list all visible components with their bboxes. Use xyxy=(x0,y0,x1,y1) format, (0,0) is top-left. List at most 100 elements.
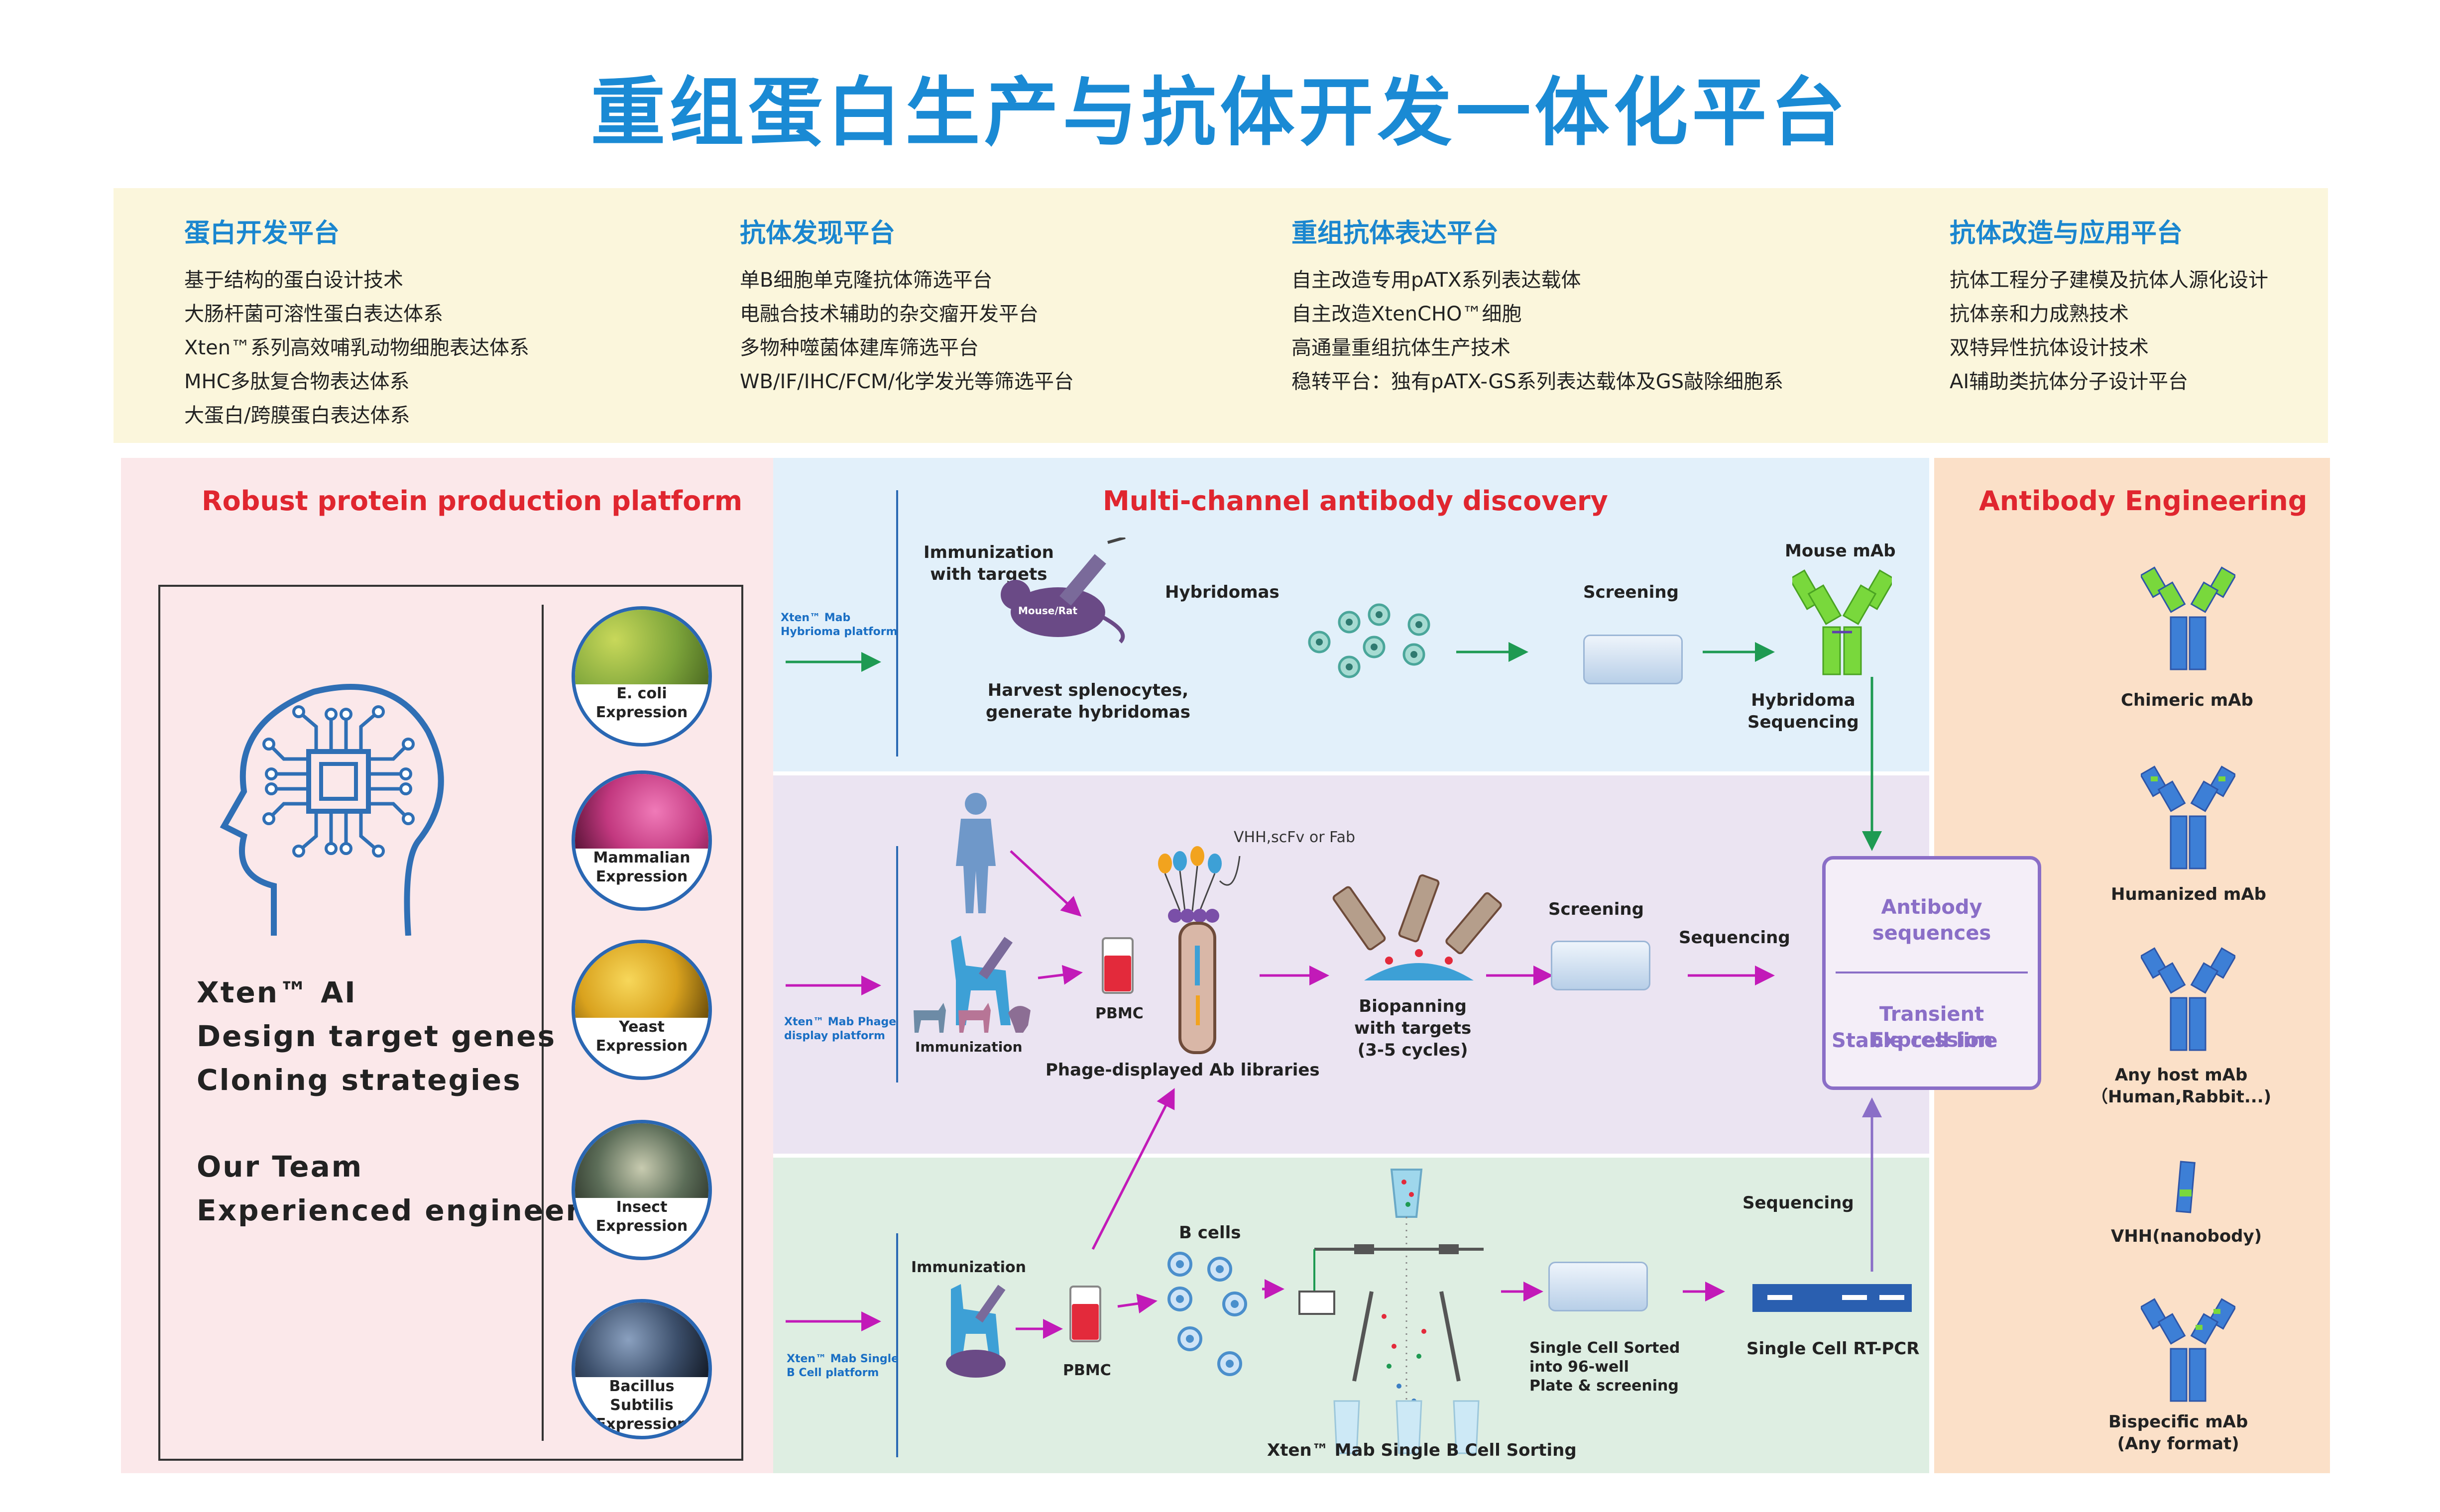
rt-pcr-label: Single Cell RT-PCR xyxy=(1746,1339,1920,1359)
phage-lane-line xyxy=(896,846,898,1082)
system-label: Bacillus Subtilis xyxy=(609,1378,675,1414)
summary-item: 电融合技术辅助的杂交瘤开发平台 xyxy=(740,303,1039,325)
mouse-mab-label: Mouse mAb xyxy=(1785,541,1896,561)
system-label: Expression xyxy=(595,868,688,885)
summary-item: 双特异性抗体设计技术 xyxy=(1950,336,2149,359)
phage-sequencing-label: Sequencing xyxy=(1679,928,1790,948)
system-label: Yeast xyxy=(619,1018,665,1036)
ecoli-image xyxy=(575,610,708,685)
summary-item: 多物种噬菌体建库筛选平台 xyxy=(740,336,979,359)
summary-col-expression: 重组抗体表达平台 自主改造专用pATX系列表达载体 自主改造XtenCHO™细胞… xyxy=(1291,212,1783,399)
summary-heading: 重组抗体表达平台 xyxy=(1291,218,1499,248)
mouse-mab-icon xyxy=(1792,569,1892,675)
pbmc-tube-icon xyxy=(1102,937,1134,994)
biopanning-icon xyxy=(1332,874,1502,980)
team-line: Experienced engineers xyxy=(197,1193,600,1227)
label-line: Biopanning xyxy=(1359,996,1467,1016)
hybridomas-label: Hybridomas xyxy=(1165,582,1279,602)
vhh-nanobody-icon xyxy=(2176,1161,2196,1213)
hybridoma-cells-icon xyxy=(1308,603,1430,678)
label-line: (Any format) xyxy=(2117,1434,2239,1454)
summary-heading: 蛋白开发平台 xyxy=(184,218,340,248)
seqbox-divider xyxy=(1836,972,2028,973)
summary-item: 大肠杆菌可溶性蛋白表达体系 xyxy=(184,303,443,325)
label-line: (3-5 cycles) xyxy=(1357,1040,1468,1060)
label-line: Hybridoma xyxy=(1751,690,1856,710)
system-label: Expression xyxy=(595,704,688,721)
summary-item: 高通量重组抗体生产技术 xyxy=(1291,336,1510,359)
any-host-mab-icon xyxy=(2141,947,2235,1051)
right-panel-title: Antibody Engineering xyxy=(1979,485,2308,517)
human-icon xyxy=(956,793,996,913)
bcell-plate-icon xyxy=(1548,1262,1648,1311)
tag-line: Hybrioma platform xyxy=(781,626,898,638)
ai-line: Design target genes xyxy=(197,1019,557,1053)
summary-item: WB/IF/IHC/FCM/化学发光等筛选平台 xyxy=(740,370,1074,393)
label-line: Any host mAb xyxy=(2114,1065,2248,1085)
summary-col-protein: 蛋白开发平台 基于结构的蛋白设计技术 大肠杆菌可溶性蛋白表达体系 Xten™系列… xyxy=(184,212,529,432)
seqbox-line: Antibody sequences xyxy=(1872,896,1991,945)
ab-format-label: Humanized mAb xyxy=(2111,884,2266,904)
ab-format-label: Bispecific mAb(Any format) xyxy=(2108,1411,2248,1455)
system-label: Mammalian xyxy=(593,849,691,866)
bcell-sequencing-label: Sequencing xyxy=(1743,1193,1854,1213)
phage-screening-label: Screening xyxy=(1548,899,1644,919)
summary-item: Xten™系列高效哺乳动物细胞表达体系 xyxy=(184,336,530,359)
summary-item: 自主改造XtenCHO™细胞 xyxy=(1291,303,1522,325)
summary-col-engineering: 抗体改造与应用平台 抗体工程分子建模及抗体人源化设计 抗体亲和力成熟技术 双特异… xyxy=(1950,212,2268,399)
left-panel-title: Robust protein production platform xyxy=(202,485,743,517)
label-line: with targets xyxy=(1354,1018,1472,1038)
label-line: Harvest splenocytes, xyxy=(987,680,1189,700)
bcell-lane-line xyxy=(896,1233,898,1457)
label-line: Immunization xyxy=(924,542,1054,562)
ai-head-icon xyxy=(220,684,444,936)
bcells-label: B cells xyxy=(1179,1223,1241,1243)
flow-sorter-icon xyxy=(1298,1169,1484,1454)
summary-item: AI辅助类抗体分子设计平台 xyxy=(1950,370,2189,393)
label-line: with targets xyxy=(930,564,1047,584)
mammalian-image xyxy=(575,774,708,849)
yeast-image xyxy=(575,943,708,1018)
phage-screening-plate-icon xyxy=(1551,941,1650,990)
summary-item: 自主改造专用pATX系列表达载体 xyxy=(1291,269,1581,292)
label-line: into 96-well xyxy=(1529,1358,1629,1376)
summary-item: 抗体亲和力成熟技术 xyxy=(1950,303,2129,325)
summary-item: 大蛋白/跨膜蛋白表达体系 xyxy=(184,404,410,427)
label-line: Bispecific mAb xyxy=(2108,1412,2248,1432)
ai-line: Cloning strategies xyxy=(197,1063,522,1097)
chimeric-mab-icon xyxy=(2141,566,2235,670)
harvest-label: Harvest splenocytes,generate hybridomas xyxy=(986,679,1190,723)
phage-pbmc-label: PBMC xyxy=(1095,1005,1144,1022)
seqbox-line: Transient Expression xyxy=(1870,1003,1993,1052)
insect-image xyxy=(575,1123,708,1198)
bcell-animals-icon xyxy=(946,1284,1006,1378)
tag-line: B Cell platform xyxy=(787,1367,879,1379)
bispecific-mab-icon xyxy=(2141,1298,2235,1402)
phage-library-label: Phage-displayed Ab libraries xyxy=(1046,1060,1320,1080)
system-label: Insect xyxy=(616,1198,668,1216)
summary-item: 抗体工程分子建模及抗体人源化设计 xyxy=(1950,269,2268,292)
summary-item: MHC多肽复合物表达体系 xyxy=(184,370,410,393)
summary-item: 单B细胞单克隆抗体筛选平台 xyxy=(740,269,993,292)
hyb-screening-label: Screening xyxy=(1583,582,1679,602)
ab-format-label: Chimeric mAb xyxy=(2121,690,2253,710)
summary-item: 基于结构的蛋白设计技术 xyxy=(184,269,403,292)
bcells-icon xyxy=(1167,1252,1247,1376)
ab-format-label: VHH(nanobody) xyxy=(2111,1226,2262,1246)
hyb-screening-plate-icon xyxy=(1583,635,1683,684)
animals-icon xyxy=(914,1003,1031,1033)
summary-heading: 抗体改造与应用平台 xyxy=(1950,218,2183,248)
label-line: Plate & screening xyxy=(1529,1377,1679,1395)
summary-col-discovery: 抗体发现平台 单B细胞单克隆抗体筛选平台 电融合技术辅助的杂交瘤开发平台 多物种… xyxy=(740,212,1074,399)
middle-panel-title: Multi-channel antibody discovery xyxy=(1103,485,1608,517)
phage-immunization-label: Immunization xyxy=(915,1039,1023,1055)
summary-band: 蛋白开发平台 基于结构的蛋白设计技术 大肠杆菌可溶性蛋白表达体系 Xten™系列… xyxy=(114,188,2328,443)
summary-heading: 抗体发现平台 xyxy=(740,218,896,248)
